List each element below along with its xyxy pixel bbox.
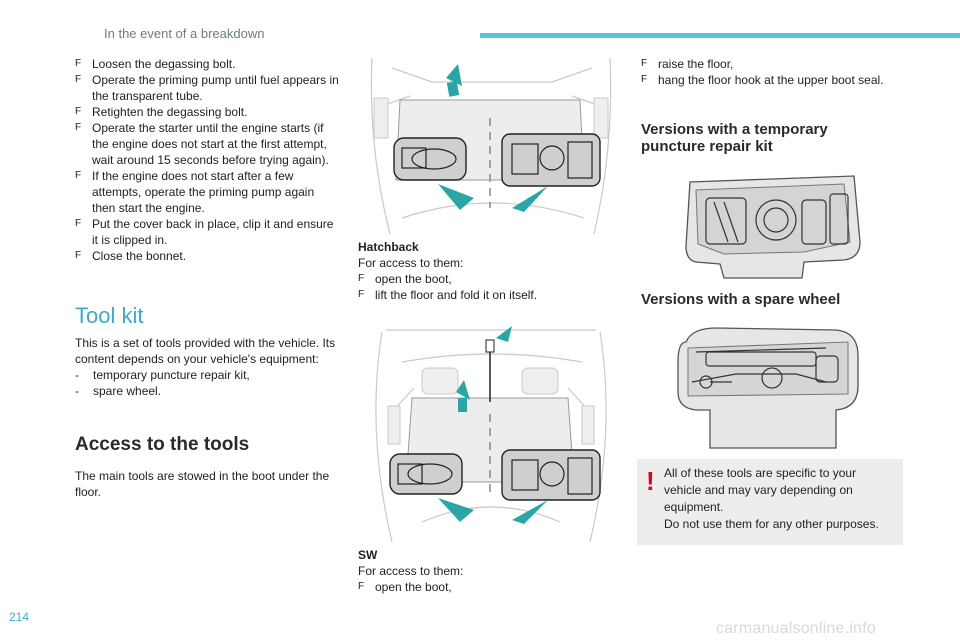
bullet-marker: F (75, 250, 82, 261)
hatchback-boot-illustration (362, 57, 620, 235)
sw-boot-illustration (362, 322, 620, 543)
bullet-marker: F (358, 289, 365, 300)
bullet-marker: F (75, 74, 82, 85)
list-item: -temporary puncture repair kit, (75, 368, 250, 382)
header-accent-bar (480, 33, 960, 38)
list-item: -spare wheel. (75, 384, 162, 398)
spare-wheel-illustration (676, 322, 860, 450)
bullet-marker: F (75, 106, 82, 117)
warning-icon: ! (646, 466, 655, 496)
access-text: The main tools are stowed in the boot un… (75, 469, 330, 499)
toolkit-text: This is a set of tools provided with the… (75, 336, 336, 398)
bullet-marker: F (75, 170, 82, 181)
access-heading: Access to the tools (75, 434, 250, 455)
spare-wheel-drawing (677, 327, 859, 449)
spare-wheel-heading: Versions with a spare wheel (641, 291, 841, 308)
bullet-marker: F (358, 581, 365, 592)
repair-kit-heading: Versions with a temporary puncture repai… (641, 121, 828, 155)
bullet-marker: F (641, 74, 648, 85)
warning-box: ! All of these tools are specific to you… (637, 459, 903, 545)
hatchback-boot-drawing (370, 57, 612, 235)
bullet-marker: F (75, 122, 82, 133)
page-number: 214 (9, 610, 30, 624)
bullet-marker: F (75, 218, 82, 229)
bullet-marker: F (75, 58, 82, 69)
repair-kit-drawing (685, 175, 861, 279)
warning-text: All of these tools are specific to your … (664, 466, 879, 531)
watermark: carmanualsonline.info (716, 620, 876, 637)
repair-kit-illustration (684, 172, 862, 280)
bullet-marker: F (358, 273, 365, 284)
toolkit-heading: Tool kit (75, 303, 144, 328)
sw-boot-drawing (375, 326, 607, 543)
bullet-marker: F (641, 58, 648, 69)
running-header: In the event of a breakdown (104, 26, 265, 41)
